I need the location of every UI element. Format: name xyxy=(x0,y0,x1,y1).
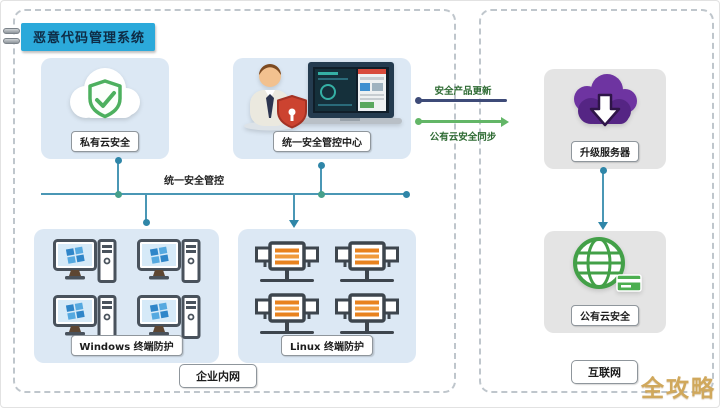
bus-end-dot xyxy=(403,190,410,198)
down-arrow-icon xyxy=(598,222,608,230)
product-update-line xyxy=(419,99,507,102)
linux-server-icon xyxy=(335,293,399,334)
linux-connector xyxy=(293,194,295,221)
private-cloud-panel: 私有云安全 xyxy=(41,58,169,159)
intranet-zone-border xyxy=(13,9,456,393)
windows-endpoints-label: Windows 终端防护 xyxy=(70,335,183,356)
security-bus-line xyxy=(41,193,408,195)
linux-node-grid xyxy=(238,241,416,339)
linux-endpoints-label: Linux 终端防护 xyxy=(281,335,373,356)
page-title: 恶意代码管理系统 xyxy=(21,23,156,51)
admin-console-icon xyxy=(233,60,411,132)
watermark-text: 全攻略 xyxy=(641,376,716,402)
control-center-panel: 统一安全管控中心 xyxy=(233,58,411,159)
control-center-label: 统一安全管控中心 xyxy=(273,131,371,152)
globe-card-icon xyxy=(544,233,666,299)
internet-zone-border xyxy=(479,9,714,393)
windows-connector xyxy=(145,194,147,221)
public-cloud-label: 公有云安全 xyxy=(571,305,639,326)
cloud-sync-line xyxy=(419,120,503,123)
right-arrow-icon xyxy=(501,116,509,127)
windows-endpoints-panel: Windows 终端防护 xyxy=(34,229,219,363)
upgrade-server-label: 升级服务器 xyxy=(571,141,639,162)
binder-ring-icon xyxy=(3,38,20,44)
line-end-dot xyxy=(415,118,422,125)
connector-dot xyxy=(114,157,122,164)
bus-label: 统一安全管控 xyxy=(164,176,224,187)
cloud-sync-label: 公有云安全同步 xyxy=(429,132,497,143)
private-cloud-connector xyxy=(117,160,119,194)
product-update-label: 安全产品更新 xyxy=(434,86,492,97)
internet-connector xyxy=(602,170,604,223)
windows-pc-icon xyxy=(136,295,200,339)
linux-server-icon xyxy=(255,241,319,282)
cloud-shield-icon xyxy=(41,60,169,126)
upgrade-server-panel: 升级服务器 xyxy=(544,69,666,169)
control-center-connector xyxy=(320,165,322,194)
windows-pc-icon xyxy=(52,239,116,283)
down-arrow-icon xyxy=(289,220,299,228)
intranet-zone-label: 企业内网 xyxy=(179,364,257,388)
linux-server-icon xyxy=(335,241,399,282)
bus-junction-dot xyxy=(317,190,325,198)
connector-dot xyxy=(599,167,607,174)
connector-dot xyxy=(317,162,325,169)
page-title-text: 恶意代码管理系统 xyxy=(33,31,146,46)
windows-pc-icon xyxy=(52,295,116,339)
windows-pc-icon xyxy=(136,239,200,283)
bus-junction-dot xyxy=(114,190,122,198)
linux-endpoints-panel: Linux 终端防护 xyxy=(238,229,416,363)
line-end-dot xyxy=(415,97,422,104)
public-cloud-panel: 公有云安全 xyxy=(544,231,666,333)
purple-cloud-download-icon xyxy=(544,71,666,137)
internet-zone-label: 互联网 xyxy=(571,360,638,384)
connector-dot xyxy=(142,219,150,226)
binder-ring-icon xyxy=(3,28,20,34)
linux-server-icon xyxy=(255,293,319,334)
private-cloud-label: 私有云安全 xyxy=(71,131,139,152)
windows-pc-grid xyxy=(34,239,219,343)
